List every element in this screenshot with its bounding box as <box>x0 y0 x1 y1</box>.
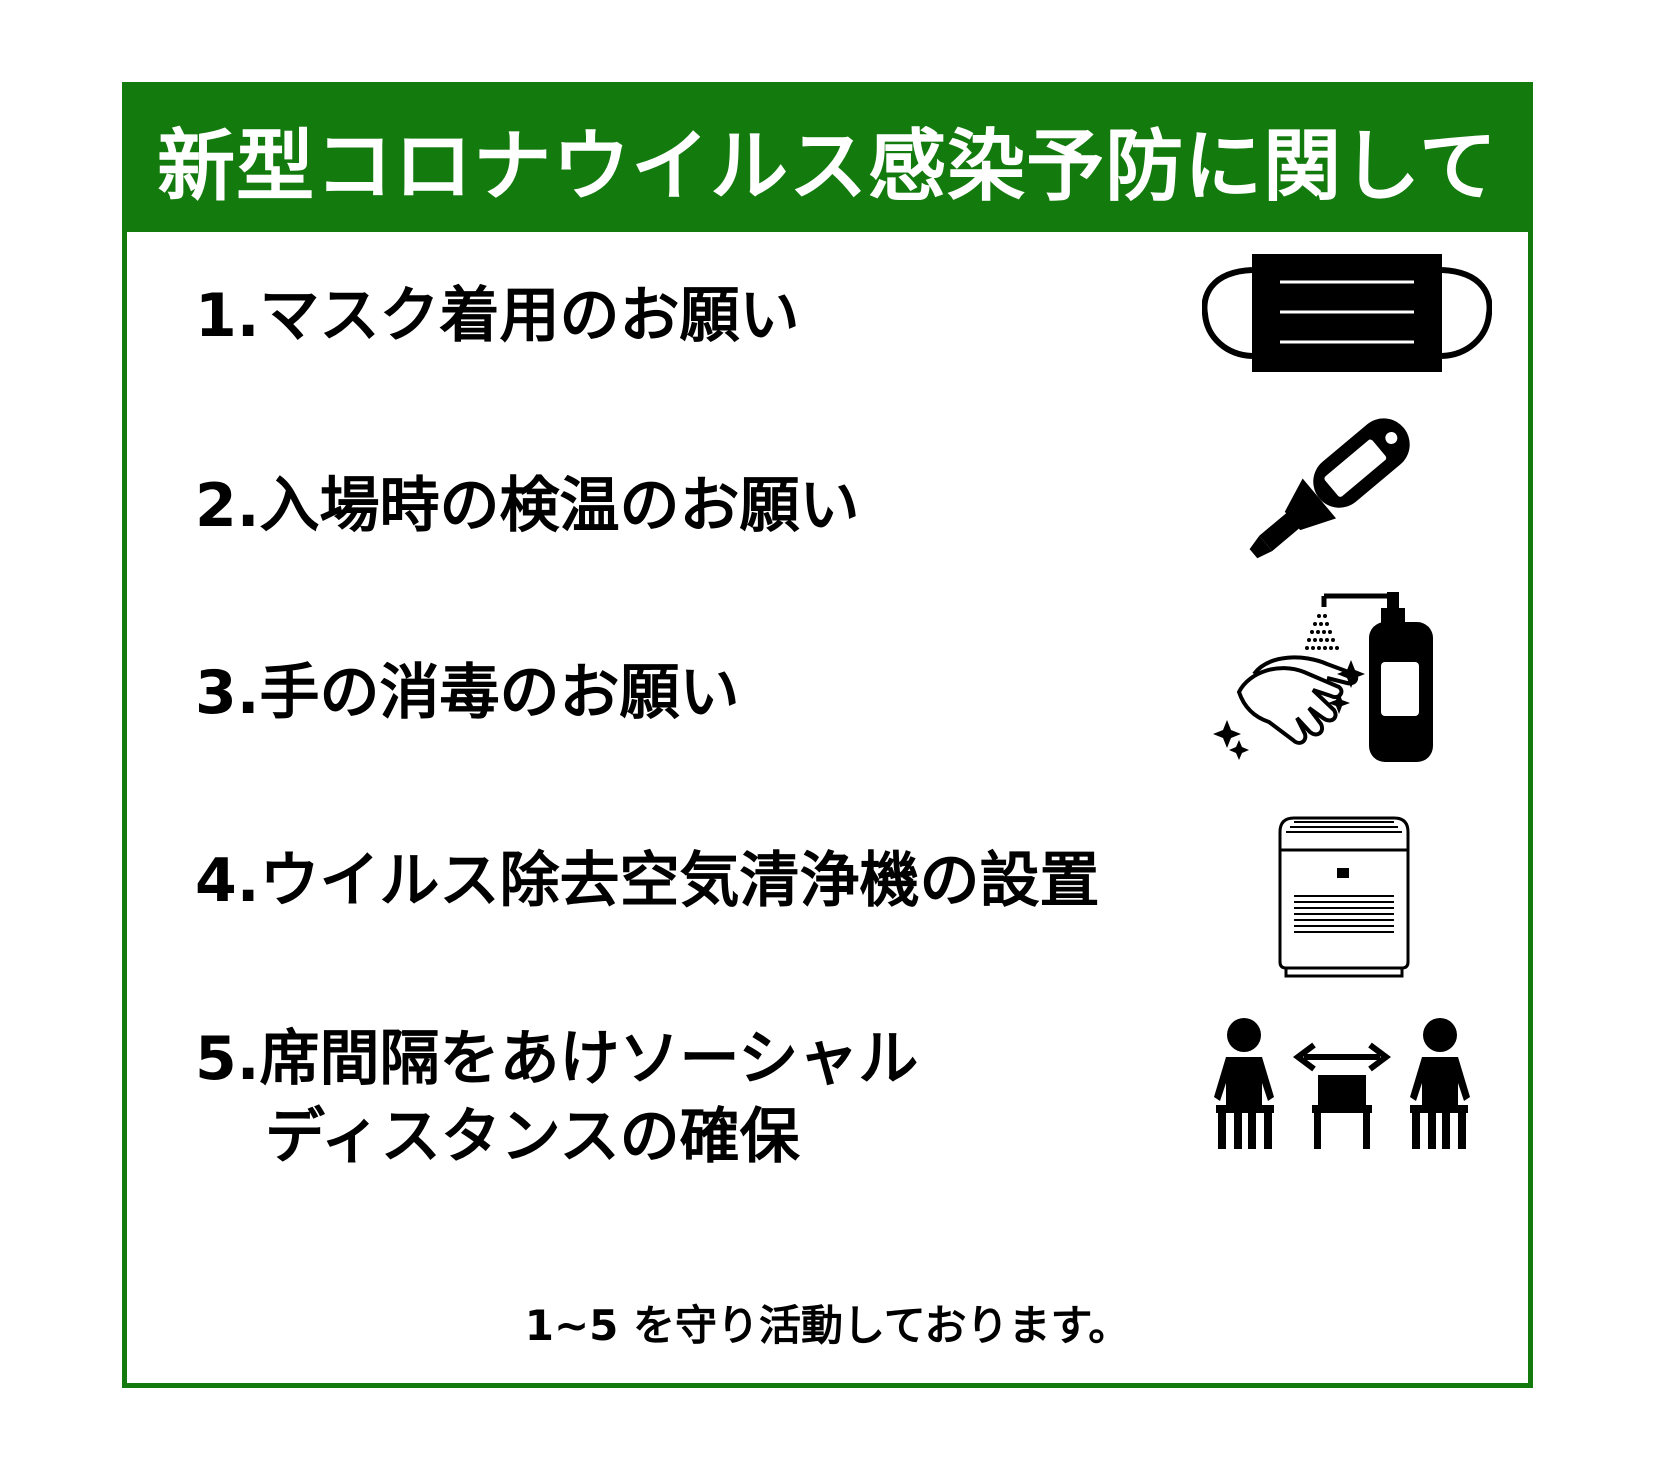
list-item-social-distance: 5.席間隔をあけソーシャル ディスタンスの確保 <box>195 1020 918 1176</box>
item-number: 5. <box>195 1024 260 1094</box>
mask-icon <box>1202 254 1492 372</box>
list-item-mask: 1.マスク着用のお願い <box>195 277 800 355</box>
item-text: マスク着用のお願い <box>259 281 800 351</box>
list-item-thermometer: 2.入場時の検温のお願い <box>195 467 860 545</box>
footer-note: 1~5 を守り活動しております。 <box>524 1301 1131 1350</box>
social-distance-icon <box>1214 1018 1470 1149</box>
item-text: 入場時の検温のお願い <box>259 471 860 541</box>
item-text: 席間隔をあけソーシャル <box>259 1024 919 1094</box>
notice-frame: 新型コロナウイルス感染予防に関して 1.マスク着用のお願い 2.入場時の検温のお… <box>122 82 1533 1388</box>
hand-sanitizer-icon <box>1213 592 1433 762</box>
item-text-continued: ディスタンスの確保 <box>265 1102 800 1172</box>
list-item-sanitizer: 3.手の消毒のお願い <box>195 654 740 732</box>
air-purifier-icon <box>1278 816 1410 978</box>
item-text: 手の消毒のお願い <box>259 658 740 728</box>
item-number: 3. <box>195 658 260 728</box>
list-item-air-purifier: 4.ウイルス除去空気清浄機の設置 <box>195 842 1100 920</box>
header-banner: 新型コロナウイルス感染予防に関して <box>127 87 1528 232</box>
thermometer-icon <box>1249 418 1410 559</box>
page-title: 新型コロナウイルス感染予防に関して <box>157 121 1498 212</box>
item-number: 2. <box>195 471 260 541</box>
item-text: ウイルス除去空気清浄機の設置 <box>259 846 1100 916</box>
item-number: 4. <box>195 846 260 916</box>
item-number: 1. <box>195 281 260 351</box>
